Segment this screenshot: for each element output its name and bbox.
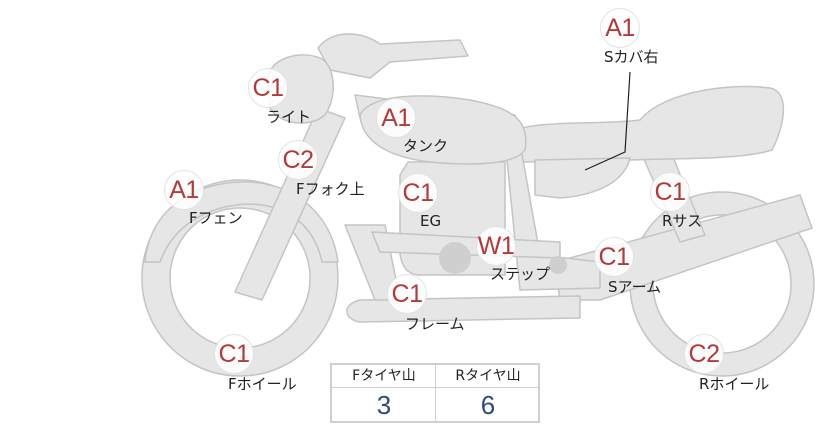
grade-light: C1 [248, 68, 288, 108]
label-front-fender: Fフェン [189, 207, 243, 228]
front-tread-header: Fタイヤ山 [332, 365, 436, 388]
grade-step: W1 [476, 226, 516, 266]
tire-tread-table: Fタイヤ山 Rタイヤ山 3 6 [330, 363, 540, 423]
seat-shape [512, 87, 783, 162]
grade-rear-wheel: C2 [684, 334, 724, 374]
label-swing-arm: Sアーム [608, 276, 661, 297]
front-tread-value: 3 [332, 388, 436, 423]
grade-swing-arm: C1 [594, 237, 634, 277]
label-front-fork-upper: Fフォク上 [296, 178, 365, 199]
label-step: ステップ [490, 263, 550, 284]
label-front-wheel: Fホイール [228, 373, 297, 394]
label-rear-wheel: Rホイール [699, 373, 769, 394]
label-engine: EG [420, 212, 441, 230]
label-light: ライト [266, 106, 311, 127]
handlebar-shape [318, 34, 468, 78]
grade-tank: A1 [376, 98, 416, 138]
grade-frame: C1 [387, 274, 427, 314]
grade-engine: C1 [398, 173, 438, 213]
label-s-cover-right: Sカバ右 [604, 46, 659, 67]
grade-front-wheel: C1 [214, 334, 254, 374]
grade-front-fender: A1 [164, 170, 204, 210]
rear-tread-header: Rタイヤ山 [436, 365, 540, 388]
label-rear-suspension: Rサス [662, 210, 702, 231]
label-tank: タンク [403, 135, 448, 156]
grade-rear-suspension: C1 [650, 172, 690, 212]
label-frame: フレーム [405, 313, 465, 334]
grade-s-cover-right: A1 [600, 8, 640, 48]
grade-front-fork-upper: C2 [278, 140, 318, 180]
side-cover-shape [535, 158, 630, 198]
rear-tread-value: 6 [436, 388, 540, 423]
